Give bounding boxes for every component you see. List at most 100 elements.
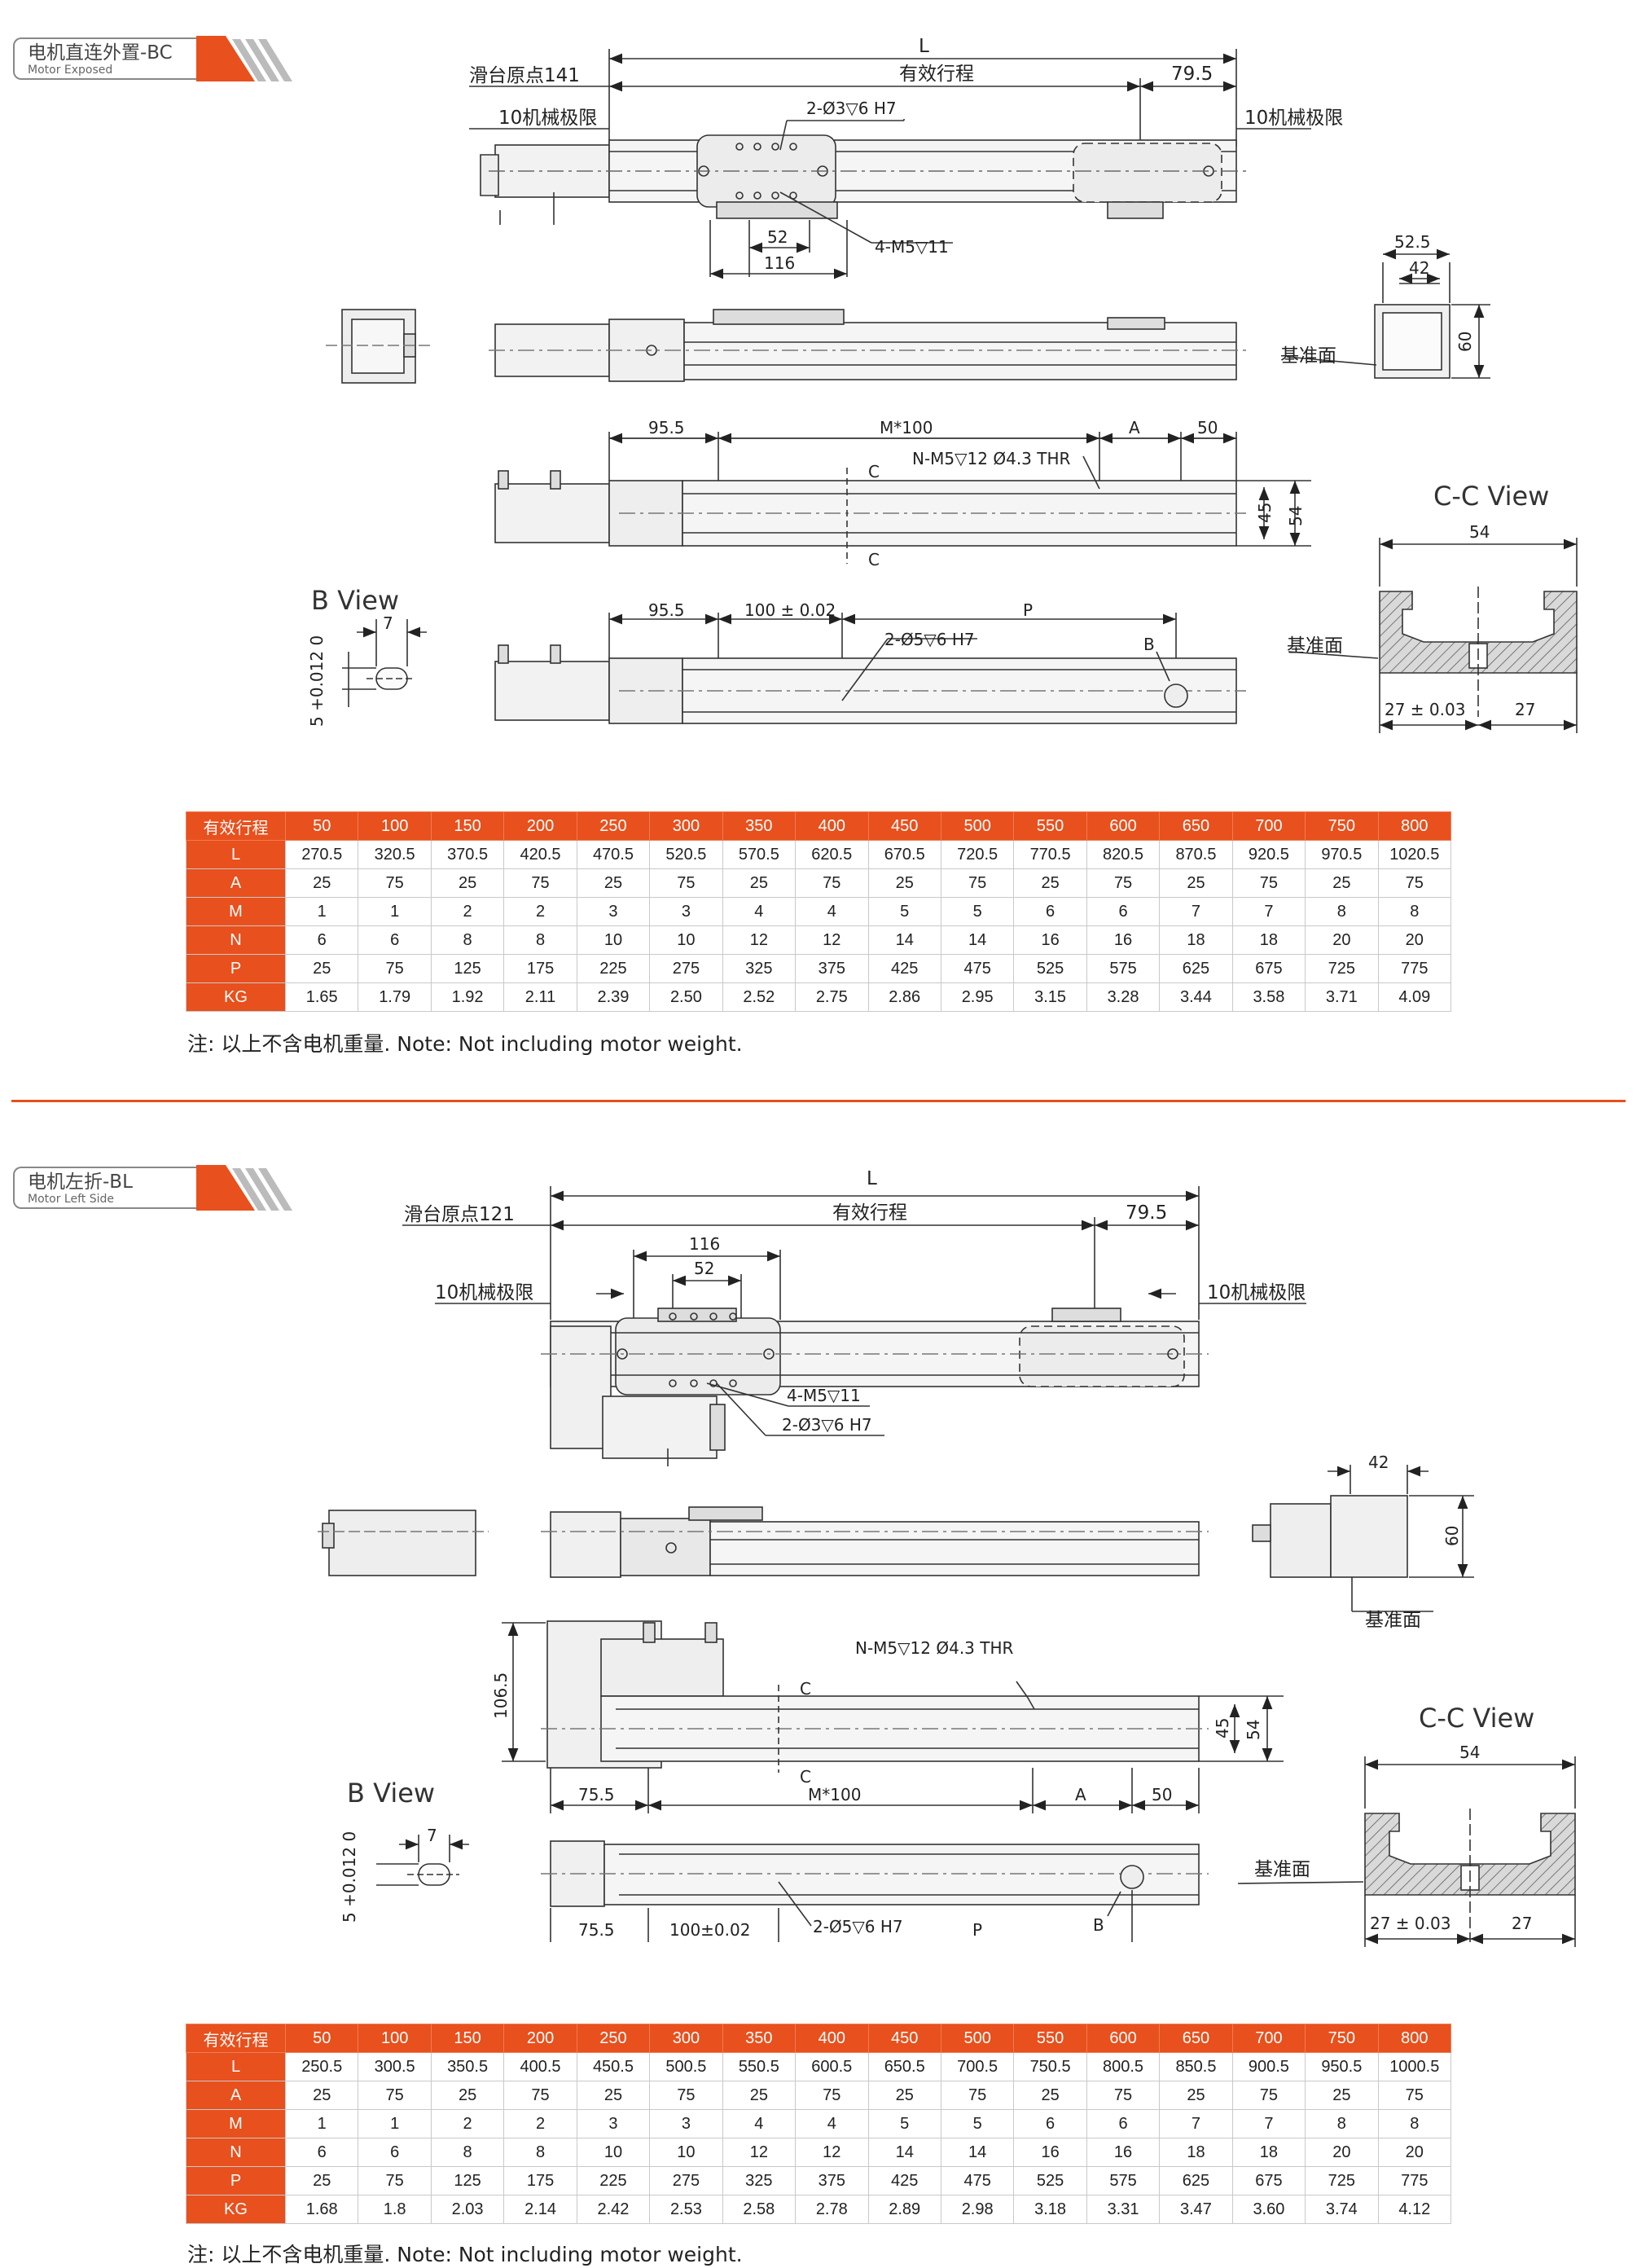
table-cell: 6: [1013, 897, 1087, 926]
table-cell: 575: [1086, 954, 1161, 983]
dim-100-tol: 100 ± 0.02: [744, 600, 836, 620]
table-cell: 75: [358, 2081, 432, 2110]
limit-right-label: 10机械极限: [1207, 1282, 1306, 1303]
table-cell: 4: [795, 2109, 869, 2138]
table-row-header: KG: [186, 2195, 286, 2224]
table-cell: 425: [867, 2166, 941, 2195]
section-subtitle: Motor Left Side: [28, 1193, 114, 1206]
table-cell: 2.78: [795, 2195, 869, 2224]
b-view-title: B View: [311, 585, 399, 616]
table-row-header: L: [186, 840, 286, 869]
note-bc: 注: 以上不含电机重量. Note: Not including motor w…: [187, 1032, 743, 1056]
dim-m100: M*100: [880, 418, 933, 437]
cc-dim-54: 54: [1469, 522, 1490, 542]
table-cell: 350.5: [430, 2052, 505, 2081]
table-cell: 75: [503, 868, 577, 898]
table-cell: 50: [284, 811, 359, 841]
table-row-header: P: [186, 954, 286, 983]
table-cell: 2.58: [722, 2195, 797, 2224]
drawing-bc: L 滑台原点141 有效行程 79.5 10机械极限 10机械极限 2-Ø3▽6…: [307, 36, 1578, 733]
dim-P: P: [1023, 600, 1033, 620]
table-cell: 670.5: [867, 840, 941, 869]
table-cell: 75: [940, 868, 1015, 898]
section-title: 电机直连外置-BC: [28, 42, 173, 64]
origin-label: 滑台原点121: [404, 1204, 515, 1225]
table-cell: 75: [358, 954, 432, 983]
table-cell: 600: [1086, 811, 1161, 841]
section-tag-box: 电机直连外置-BC Motor Exposed: [13, 37, 196, 80]
table-cell: 650: [1159, 811, 1233, 841]
table-cell: 3: [649, 2109, 723, 2138]
table-cell: 375: [795, 2166, 869, 2195]
table-cell: 470.5: [576, 840, 651, 869]
table-cell: 420.5: [503, 840, 577, 869]
table-cell: 25: [576, 2081, 651, 2110]
table-cell: 150: [430, 811, 505, 841]
table-cell: 4.12: [1377, 2195, 1452, 2224]
drawing-bl: L 滑台原点121 有效行程 79.5 116 52 10机械极限 10机械极限…: [318, 1168, 1576, 1947]
datum-label: 基准面: [1365, 1610, 1421, 1631]
table-cell: 6: [1086, 2109, 1161, 2138]
table-cell: 775: [1377, 2166, 1452, 2195]
table-cell: 570.5: [722, 840, 797, 869]
table-row-header: N: [186, 2138, 286, 2167]
table-cell: 8: [503, 925, 577, 955]
table-cell: 8: [1305, 897, 1379, 926]
table-cell: 25: [867, 2081, 941, 2110]
table-cell: 2.03: [430, 2195, 505, 2224]
dim-P: P: [972, 1920, 982, 1940]
table-cell: 520.5: [649, 840, 723, 869]
table-cell: 125: [430, 954, 505, 983]
b-dim-7: 7: [427, 1826, 437, 1845]
section-title: 电机左折-BL: [28, 1171, 133, 1193]
datum-label-2: 基准面: [1254, 1859, 1310, 1880]
table-cell: 4: [795, 897, 869, 926]
table-cell: 600: [1086, 2024, 1161, 2053]
chevron-stripes-icon: [196, 1165, 292, 1211]
dim-79-5: 79.5: [1126, 1202, 1167, 1224]
table-cell: 14: [867, 925, 941, 955]
table-cell: 775: [1377, 954, 1452, 983]
table-cell: 25: [430, 2081, 505, 2110]
origin-label: 滑台原点141: [469, 65, 580, 86]
dim-45: 45: [1255, 503, 1275, 523]
table-cell: 75: [649, 868, 723, 898]
table-cell: 50: [284, 2024, 359, 2053]
table-cell: 1.65: [284, 982, 359, 1012]
dim-45: 45: [1213, 1718, 1232, 1738]
table-cell: 75: [795, 2081, 869, 2110]
table-cell: 3.47: [1159, 2195, 1233, 2224]
table-cell: 3: [649, 897, 723, 926]
table-cell: 550: [1013, 811, 1087, 841]
table-cell: 3: [576, 2109, 651, 2138]
table-cell: 300: [649, 811, 723, 841]
table-cell: 100: [358, 811, 432, 841]
view-B-marker: B: [1143, 635, 1155, 654]
table-cell: 225: [576, 2166, 651, 2195]
table-cell: 8: [1377, 2109, 1452, 2138]
table-row-header: M: [186, 2109, 286, 2138]
table-cell: 200: [503, 811, 577, 841]
table-cell: 450: [867, 2024, 941, 2053]
pin-label: 2-Ø3▽6 H7: [782, 1415, 872, 1435]
table-cell: 18: [1159, 925, 1233, 955]
table-cell: 750: [1305, 811, 1379, 841]
thread-label: N-M5▽12 Ø4.3 THR: [912, 449, 1071, 468]
table-cell: 20: [1305, 925, 1379, 955]
dim-116: 116: [689, 1234, 720, 1254]
table-row-header: N: [186, 925, 286, 955]
dim-L: L: [867, 1168, 877, 1189]
table-cell: 800: [1377, 2024, 1452, 2053]
dim-L: L: [919, 36, 929, 57]
table-cell: 3.28: [1086, 982, 1161, 1012]
table-cell: 75: [1086, 868, 1161, 898]
m5-label: 4-M5▽11: [787, 1386, 861, 1405]
dim-75-5-b: 75.5: [578, 1920, 615, 1940]
table-row-header: A: [186, 868, 286, 898]
